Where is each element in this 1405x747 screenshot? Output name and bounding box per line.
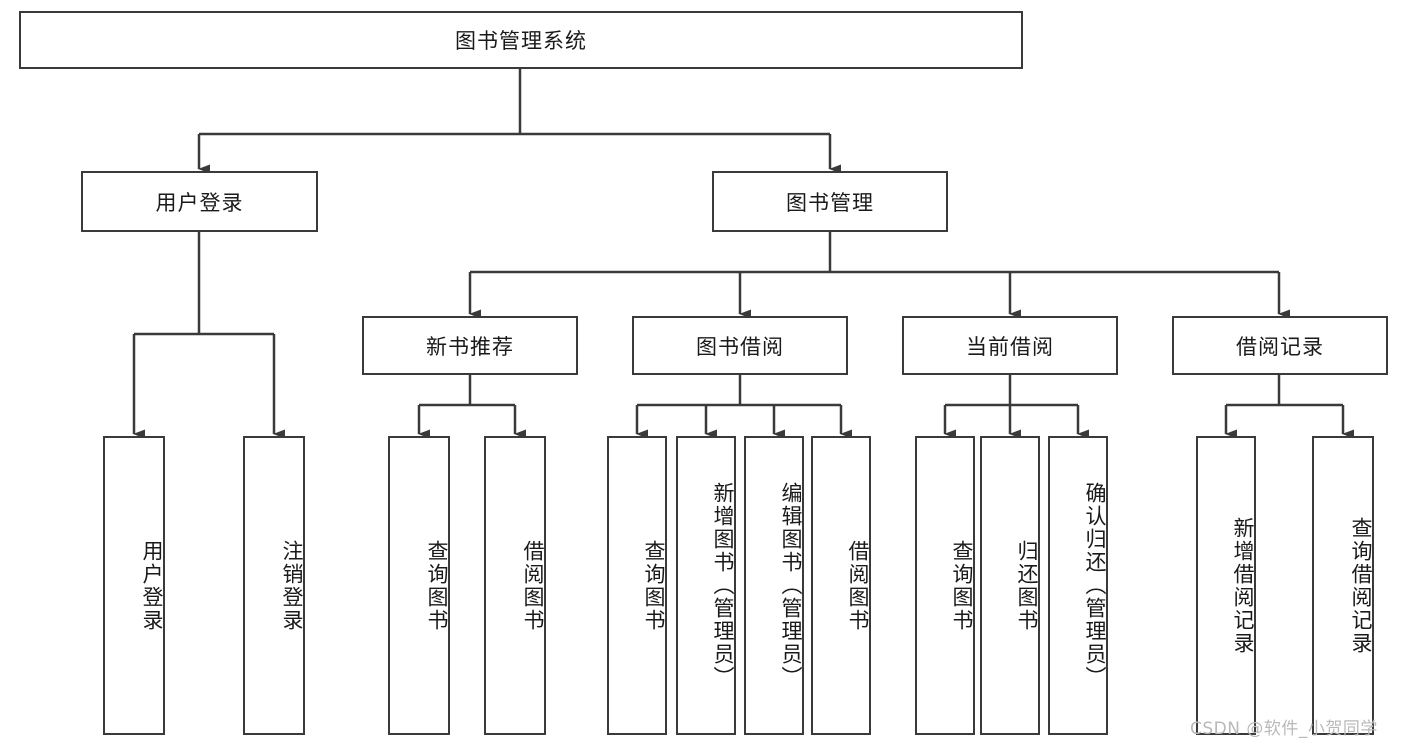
node-label: 图书管理系统 xyxy=(455,29,587,53)
node-borrow-record[interactable]: 借阅记录 xyxy=(1172,316,1388,375)
leaf-borrow-edit-book-admin[interactable]: 编辑图书（管理员） xyxy=(744,436,804,735)
node-label: 用户登录 xyxy=(155,190,244,215)
node-label: 借阅图书 xyxy=(846,539,870,632)
leaf-borrow-borrow-book[interactable]: 借阅图书 xyxy=(811,436,871,735)
leaf-new-book-borrow-book[interactable]: 借阅图书 xyxy=(484,436,546,735)
leaf-record-add-borrow-record[interactable]: 新增借阅记录 xyxy=(1196,436,1256,735)
node-label: 图书借阅 xyxy=(696,334,784,359)
node-label: 查询图书 xyxy=(950,539,974,632)
leaf-borrow-add-book-admin[interactable]: 新增图书（管理员） xyxy=(676,436,736,735)
node-book-borrow[interactable]: 图书借阅 xyxy=(632,316,848,375)
leaf-current-query-book[interactable]: 查询图书 xyxy=(915,436,975,735)
node-label: 查询图书 xyxy=(642,539,666,632)
watermark: CSDN @软件_小贺同学 xyxy=(1190,719,1378,739)
node-label: 查询图书 xyxy=(425,539,449,632)
node-label: 图书管理 xyxy=(786,190,874,215)
node-label: 归还图书 xyxy=(1015,539,1039,632)
node-label: 用户登录 xyxy=(140,539,164,632)
leaf-user-logout[interactable]: 注销登录 xyxy=(243,436,305,735)
leaf-record-query-borrow-record[interactable]: 查询借阅记录 xyxy=(1312,436,1374,735)
leaf-current-return-book[interactable]: 归还图书 xyxy=(980,436,1040,735)
node-label: 借阅记录 xyxy=(1236,334,1324,359)
leaf-borrow-query-book[interactable]: 查询图书 xyxy=(607,436,667,735)
leaf-current-confirm-return-admin[interactable]: 确认归还（管理员） xyxy=(1048,436,1108,735)
node-label: 新增借阅记录 xyxy=(1231,516,1255,655)
node-label: 新书推荐 xyxy=(426,334,514,359)
leaf-user-login[interactable]: 用户登录 xyxy=(103,436,165,735)
node-label: 确认归还（管理员） xyxy=(1083,482,1107,689)
node-label: 新增图书（管理员） xyxy=(711,482,735,689)
node-user-login[interactable]: 用户登录 xyxy=(81,171,318,232)
node-root-book-management-system[interactable]: 图书管理系统 xyxy=(19,11,1023,69)
node-label: 借阅图书 xyxy=(521,539,545,632)
node-new-book-recommend[interactable]: 新书推荐 xyxy=(362,316,578,375)
leaf-new-book-query-book[interactable]: 查询图书 xyxy=(388,436,450,735)
node-label: 当前借阅 xyxy=(966,334,1054,359)
node-current-borrow[interactable]: 当前借阅 xyxy=(902,316,1118,375)
node-label: 注销登录 xyxy=(280,539,304,632)
node-label: 查询借阅记录 xyxy=(1349,516,1373,655)
node-book-management[interactable]: 图书管理 xyxy=(712,171,948,232)
node-label: 编辑图书（管理员） xyxy=(779,482,803,689)
